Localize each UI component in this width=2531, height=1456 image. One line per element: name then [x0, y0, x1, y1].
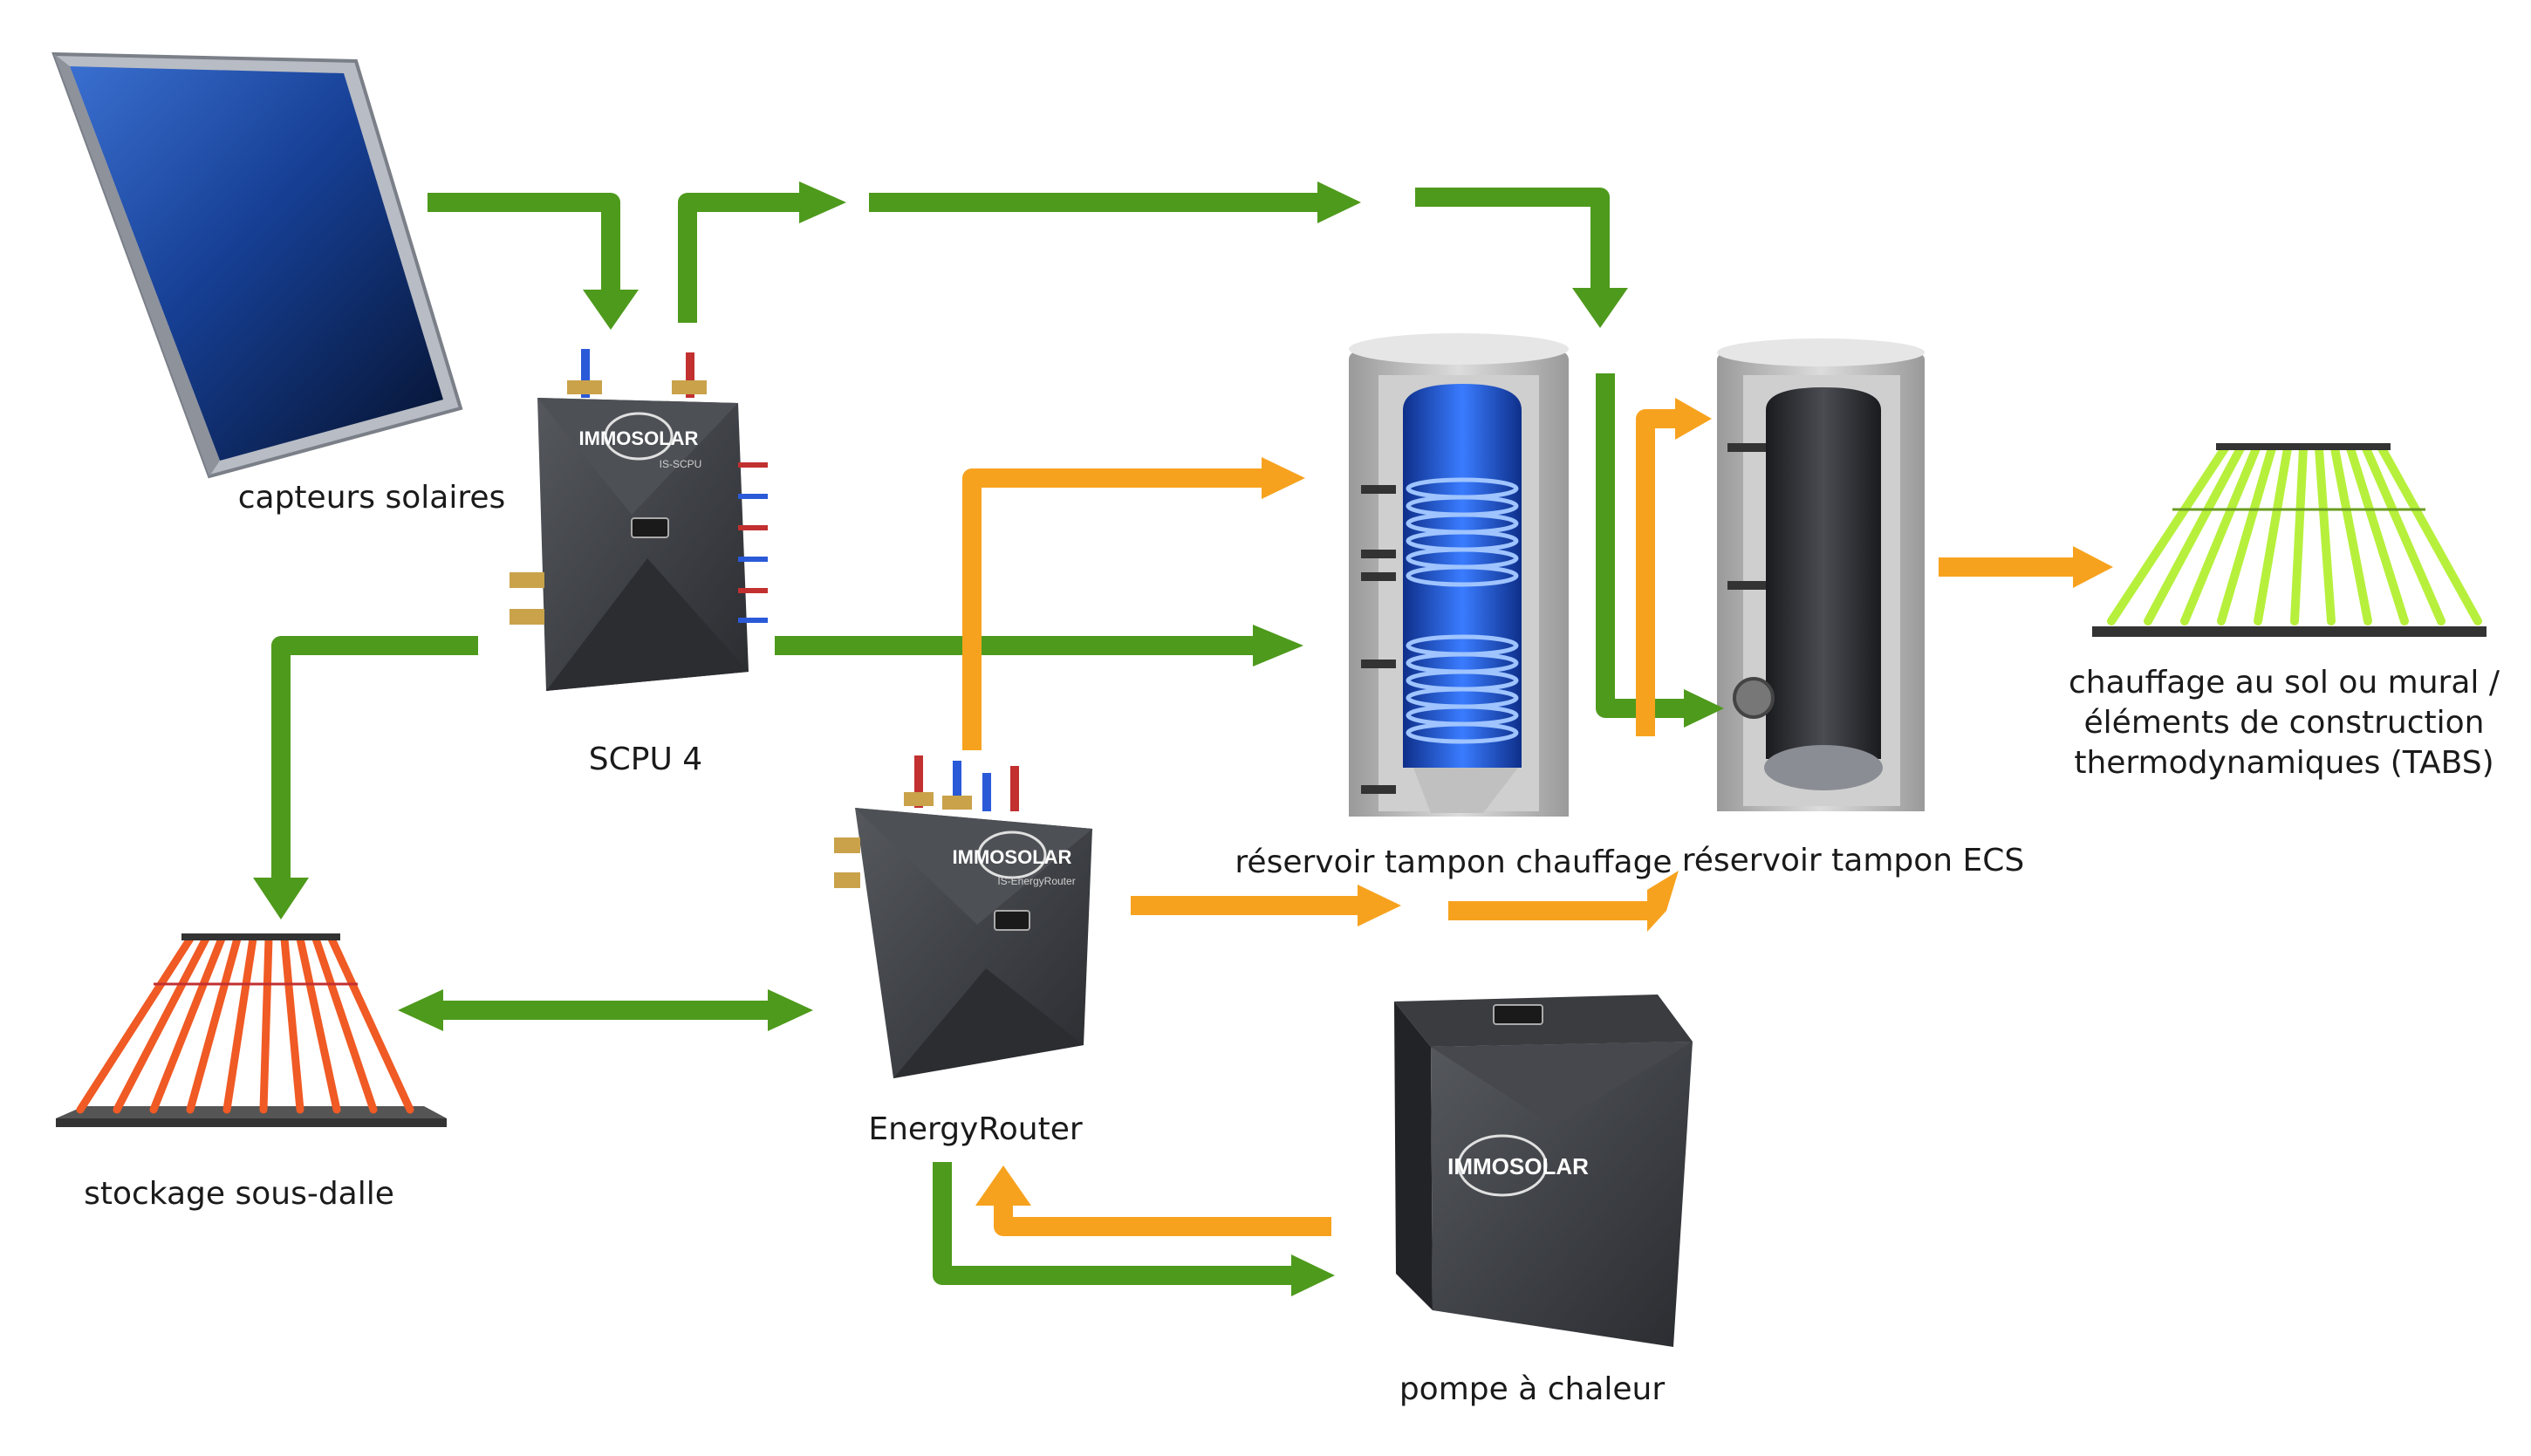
label-scpu: SCPU 4	[589, 742, 702, 777]
label-floor-heating-line2: éléments de construction	[2084, 705, 2485, 741]
scpu-unit: IMMOSOLAR IS-SCPU	[510, 349, 768, 691]
scpu-model-label: IS-SCPU	[660, 458, 702, 470]
orange-flow-arrows	[962, 409, 2073, 1236]
label-dhw-buffer-tank: réservoir tampon ECS	[1682, 843, 2025, 878]
label-solar-collectors: capteurs solaires	[238, 480, 506, 516]
label-floor-heating-line3: thermodynamiques (TABS)	[2074, 745, 2493, 781]
solar-collector	[51, 51, 463, 479]
router-brand-logo: IMMOSOLAR	[953, 846, 1072, 868]
floor-heating-tabs	[2092, 443, 2487, 637]
heat-pump-unit: IMMOSOLAR	[1394, 995, 1693, 1347]
heating-buffer-tank	[1349, 333, 1569, 817]
label-heating-buffer-tank: réservoir tampon chauffage	[1235, 844, 1672, 880]
label-floor-heating-line1: chauffage au sol ou mural /	[2069, 665, 2500, 701]
orange-arrowheads	[975, 398, 2113, 1206]
scpu-brand-logo: IMMOSOLAR	[579, 427, 699, 449]
under-slab-storage	[56, 933, 447, 1127]
heat-exchanger-coil	[1406, 477, 1519, 744]
router-model-label: IS-EnergyRouter	[997, 875, 1075, 887]
label-energy-router: EnergyRouter	[868, 1111, 1083, 1147]
heat-pump-brand-logo: IMMOSOLAR	[1447, 1153, 1589, 1179]
label-under-slab-storage: stockage sous-dalle	[84, 1176, 394, 1212]
energy-router-unit: IMMOSOLAR IS-EnergyRouter	[834, 755, 1092, 1078]
label-heat-pump: pompe à chaleur	[1399, 1371, 1666, 1407]
green-flow-arrows	[271, 188, 1684, 1285]
green-arrowheads	[253, 181, 1724, 1296]
dhw-buffer-tank	[1717, 338, 1925, 811]
